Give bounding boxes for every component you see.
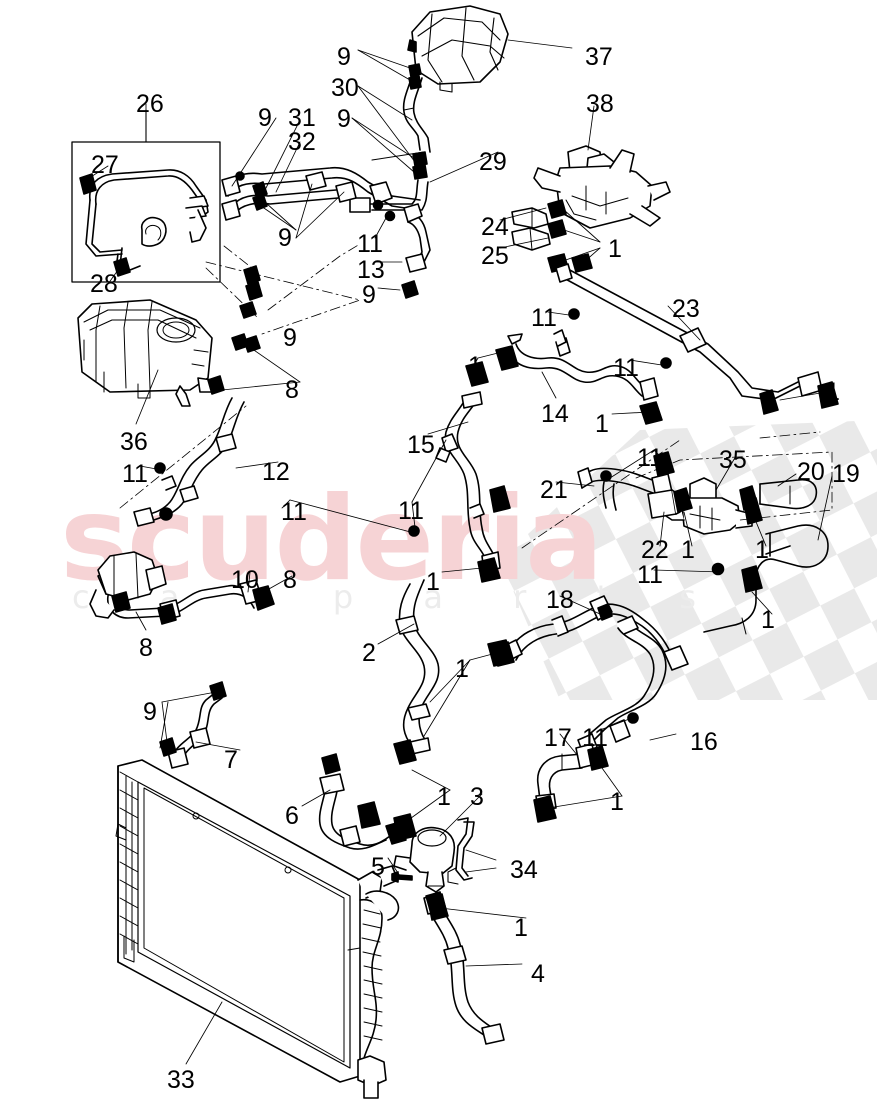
callout-9b: 9 — [258, 104, 272, 132]
callout-14: 14 — [541, 400, 569, 428]
part-8-connector-left — [89, 551, 167, 619]
part-3-pipe-connector — [393, 826, 456, 893]
callout-9f: 9 — [283, 324, 297, 352]
part-30-bent-hose — [402, 75, 431, 153]
callout-9c: 9 — [337, 105, 351, 133]
part-20-coolant-hose — [759, 478, 818, 510]
callout-20: 20 — [797, 458, 825, 486]
clips-9-group-top — [408, 63, 428, 180]
callout-35: 35 — [719, 446, 747, 474]
callout-29: 29 — [479, 148, 507, 176]
callout-37: 37 — [585, 43, 613, 71]
callout-21: 21 — [540, 476, 568, 504]
part-34-bracket — [447, 817, 475, 885]
part-18-coolant-hose — [503, 595, 689, 671]
callout-5: 5 — [371, 853, 385, 881]
part-14-coolant-hose — [507, 329, 659, 401]
callout-1h: 1 — [761, 606, 775, 634]
callout-4: 4 — [531, 960, 545, 988]
callout-2: 2 — [362, 639, 376, 667]
part-33-radiator — [115, 759, 400, 1099]
callout-1c: 1 — [826, 378, 840, 406]
clips-9-expansion-tank — [207, 301, 261, 395]
callout-11b: 11 — [531, 304, 557, 332]
callout-36: 36 — [120, 428, 148, 456]
callout-1k: 1 — [610, 788, 624, 816]
callout-27: 27 — [91, 151, 119, 179]
callout-8: 8 — [285, 376, 299, 404]
part-36-expansion-tank — [77, 299, 215, 407]
part-25-elbow-hose — [511, 227, 551, 251]
clips-9-pipe-group — [243, 181, 268, 301]
callout-8b: 8 — [283, 566, 297, 594]
callout-16: 16 — [690, 728, 718, 756]
callout-7: 7 — [224, 746, 238, 774]
callout-24: 24 — [481, 213, 509, 241]
callout-1e: 1 — [681, 536, 695, 564]
callout-10: 10 — [231, 566, 259, 594]
leader-lines — [85, 39, 833, 1065]
callout-1: 1 — [608, 235, 622, 263]
clamps-8-group — [111, 585, 275, 625]
callout-9g: 9 — [143, 698, 157, 726]
callout-9: 9 — [337, 43, 351, 71]
part-38-thermostat-housing — [533, 145, 671, 229]
callout-11h: 11 — [637, 561, 663, 589]
part-24-elbow-hose — [511, 207, 549, 229]
hose-clamps-1 — [357, 345, 839, 921]
callout-11: 11 — [357, 230, 383, 258]
callout-11d: 11 — [637, 444, 663, 472]
callout-11i: 11 — [582, 724, 608, 752]
part-7-vent-hose — [159, 681, 227, 769]
callout-1b: 1 — [468, 352, 482, 380]
part-19-coolant-hose — [703, 524, 829, 635]
callout-8c: 8 — [139, 634, 153, 662]
part-2-coolant-hose — [395, 579, 440, 755]
callout-11e: 11 — [122, 460, 148, 488]
callout-31: 31 — [288, 104, 316, 132]
callout-25: 25 — [481, 242, 509, 270]
callout-11f: 11 — [398, 497, 424, 525]
callout-30: 30 — [331, 74, 359, 102]
inset-box-26 — [71, 109, 221, 283]
parts-31-32-pipes — [221, 166, 421, 221]
callout-13: 13 — [357, 256, 385, 284]
callout-9d: 9 — [278, 224, 292, 252]
callout-12: 12 — [262, 458, 290, 486]
callout-1l: 1 — [514, 914, 528, 942]
callout-1g: 1 — [426, 568, 440, 596]
part-13-short-hose — [384, 203, 431, 299]
part-37-heat-shield — [407, 5, 509, 93]
part-15-coolant-pipe — [435, 391, 501, 573]
part-12-expansion-hose — [133, 397, 245, 527]
callout-11g: 11 — [281, 498, 307, 526]
callout-34: 34 — [510, 856, 538, 884]
callout-15: 15 — [407, 431, 435, 459]
part-5-bolt — [391, 871, 413, 883]
callout-33: 33 — [167, 1066, 195, 1094]
part-23-long-pipe — [555, 263, 823, 401]
callout-32: 32 — [288, 128, 316, 156]
callout-19: 19 — [832, 460, 860, 488]
part-6-coolant-hose — [318, 753, 407, 850]
retaining-clips-11 — [154, 171, 725, 724]
callout-11c: 11 — [613, 354, 639, 382]
callout-38: 38 — [586, 90, 614, 118]
callout-9e: 9 — [362, 281, 376, 309]
callout-26: 26 — [136, 90, 164, 118]
assembly-guide-lines — [119, 243, 833, 549]
callout-3: 3 — [470, 783, 484, 811]
callout-1j: 1 — [437, 783, 451, 811]
callout-6: 6 — [285, 802, 299, 830]
callout-22: 22 — [641, 536, 669, 564]
callout-18: 18 — [546, 586, 574, 614]
callout-1f: 1 — [755, 536, 769, 564]
callout-1d: 1 — [595, 410, 609, 438]
callout-1i: 1 — [455, 655, 469, 683]
callout-23: 23 — [672, 295, 700, 323]
callout-17: 17 — [544, 724, 572, 752]
callout-28: 28 — [90, 270, 118, 298]
